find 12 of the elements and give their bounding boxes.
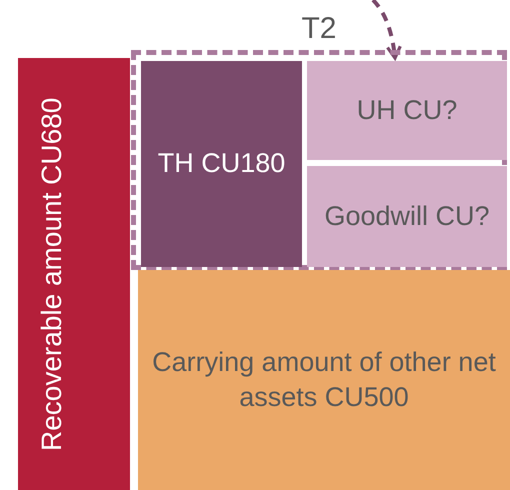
block-label: Carrying amount of other net assets CU500 xyxy=(151,346,497,414)
block-label: TH CU180 xyxy=(158,147,286,180)
block-label: UH CU? xyxy=(356,94,458,127)
value-block xyxy=(141,61,302,267)
value-block xyxy=(307,166,507,267)
arrow xyxy=(372,0,402,60)
amount-bar xyxy=(18,58,130,490)
value-block xyxy=(138,270,510,490)
group-heading: T2 xyxy=(300,11,338,47)
block-label: Goodwill CU? xyxy=(324,200,490,233)
value-block xyxy=(307,61,507,160)
amount-label: Recoverable amount CU680 xyxy=(35,96,68,453)
